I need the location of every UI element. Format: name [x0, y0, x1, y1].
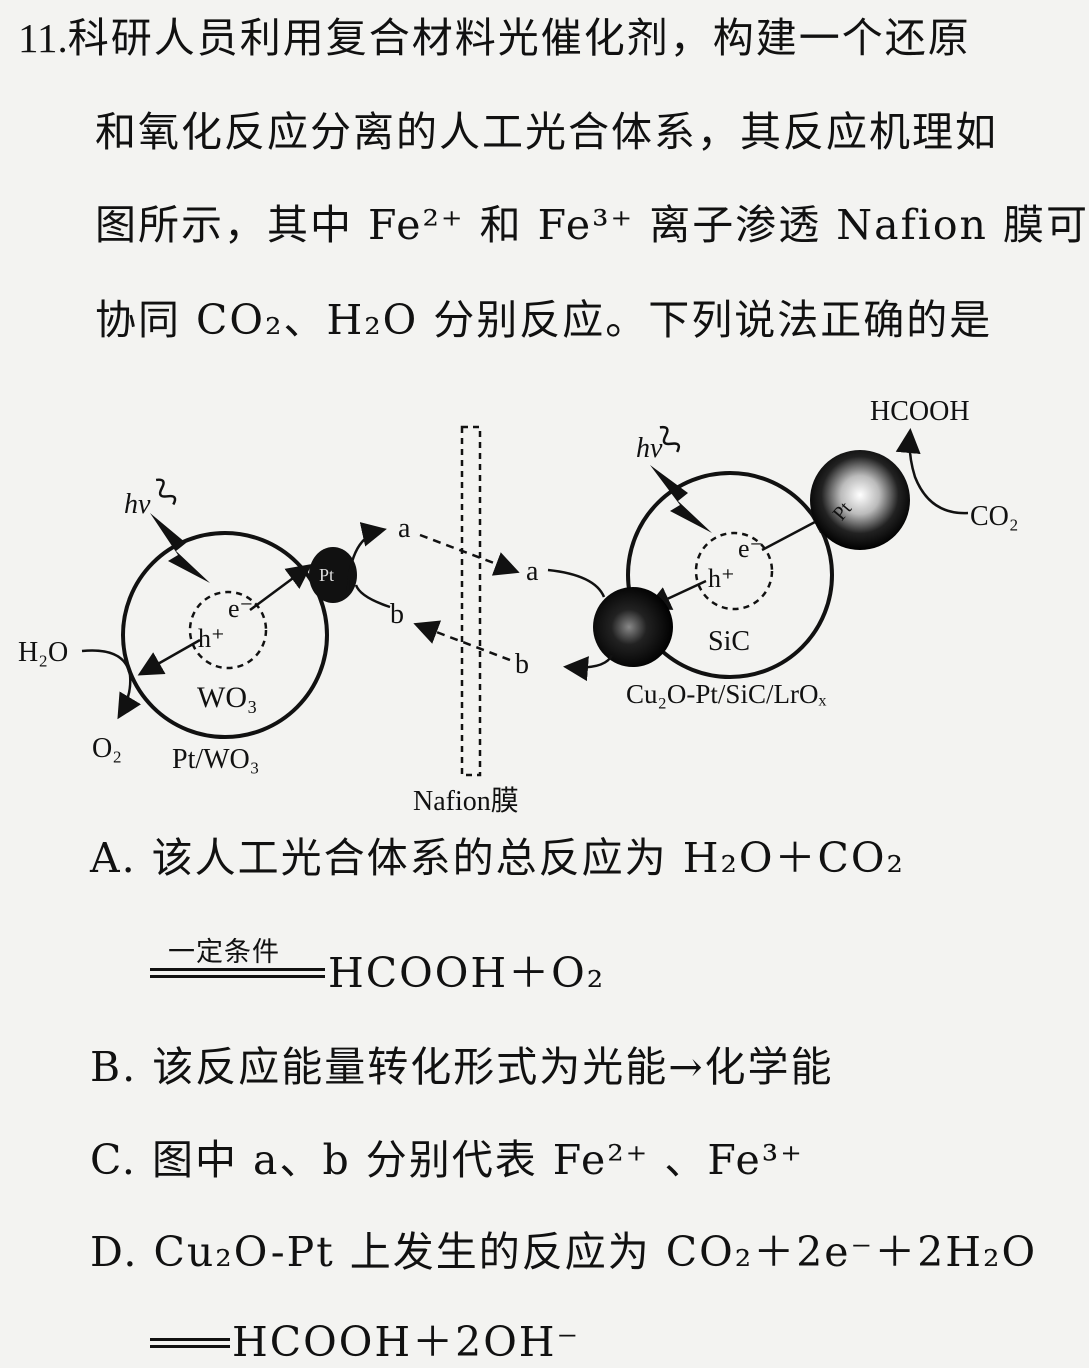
ion-release-arrow-a-left	[346, 522, 387, 591]
equals-bar-d-top	[150, 1338, 230, 1341]
light-wave-icon-right	[659, 425, 681, 453]
light-wave-icon-left	[155, 478, 177, 506]
sic-label: SiC	[708, 626, 750, 657]
h-plus-label-right: h⁺	[708, 564, 735, 593]
ion-b-label-right: b	[515, 649, 529, 680]
sic-particle	[626, 471, 834, 679]
charge-separation-zone-left	[188, 590, 268, 670]
option-c: C. 图中 a、b 分别代表 Fe²⁺ 、Fe³⁺	[90, 1136, 804, 1184]
option-b: B. 该反应能量转化形式为光能→化学能	[90, 1043, 834, 1091]
ion-return-arrow-b-left	[354, 584, 391, 609]
e-minus-label-right: e⁻	[738, 534, 763, 563]
question-stem-3: 图所示，其中 Fe²⁺ 和 Fe³⁺ 离子渗透 Nafion 膜可	[95, 201, 1089, 249]
ion-release-arrow-b-right	[563, 654, 614, 682]
reaction-mechanism-diagram: h⁺ e⁻ hν Pt WO₃ Pt/WO₃ H₂O O₂ a b Nafion…	[18, 396, 1019, 817]
hole-transfer-arrow-left	[137, 638, 201, 676]
pt-label-left: Pt	[319, 565, 334, 585]
ion-a-label-left: a	[398, 513, 411, 544]
equals-bar-bottom	[150, 975, 325, 978]
e-minus-label-left: e⁻	[228, 594, 253, 623]
pt-nanoparticle-right	[810, 450, 910, 550]
light-bolt-icon-right	[650, 465, 712, 533]
catalyst-label-right: Cu₂O-Pt/SiC/LrOₓ	[626, 679, 826, 709]
ion-path-a	[419, 533, 520, 576]
question-line-1: 11.科研人员利用复合材料光催化剂，构建一个还原	[18, 18, 971, 59]
pt-wo3-label: Pt/WO₃	[172, 744, 260, 775]
option-d-line-2: HCOOH＋2OH⁻	[232, 1318, 581, 1366]
reaction-condition-sign: 一定条件	[150, 930, 325, 990]
h-plus-label-left: h⁺	[198, 624, 225, 653]
h2o-to-o2-arrow	[81, 649, 142, 720]
wo3-label: WO₃	[197, 681, 257, 714]
co2-label: CO₂	[970, 501, 1019, 532]
reaction-condition-label: 一定条件	[168, 937, 280, 968]
option-a-line-2: HCOOH＋O₂	[328, 949, 606, 997]
ion-path-b	[413, 620, 511, 662]
cu2o-nanoparticle	[593, 587, 673, 667]
equals-bar-d-bottom	[150, 1345, 230, 1348]
option-d-line-1: D. Cu₂O-Pt 上发生的反应为 CO₂＋2e⁻＋2H₂O	[90, 1228, 1038, 1276]
light-bolt-icon-left	[150, 513, 210, 583]
equals-bar-top	[150, 968, 325, 971]
co2-to-hcooh-arrow	[895, 428, 969, 515]
ion-capture-arrow-a-right	[547, 568, 606, 598]
nafion-membrane-label: Nafion膜	[413, 785, 519, 817]
question-stem-1: 科研人员利用复合材料光催化剂，构建一个还原	[67, 14, 971, 62]
electron-transfer-arrow-left	[249, 564, 313, 612]
option-a-line-1: A. 该人工光合体系的总反应为 H₂O＋CO₂	[90, 834, 905, 882]
pt-nanoparticle-left	[309, 547, 357, 603]
question-stem-4: 协同 CO₂、H₂O 分别反应。下列说法正确的是	[95, 296, 993, 344]
h2o-label: H₂O	[18, 637, 68, 668]
hcooh-label: HCOOH	[870, 396, 970, 427]
o2-label: O₂	[92, 733, 122, 764]
photon-label-right: hν	[636, 433, 663, 464]
ion-b-label-left: b	[390, 599, 404, 630]
wo3-particle	[121, 531, 329, 739]
question-stem-2: 和氧化反应分离的人工光合体系，其反应机理如	[95, 108, 998, 156]
charge-separation-zone-right	[694, 531, 774, 611]
ion-a-label-right: a	[526, 556, 539, 587]
photon-label-left: hν	[124, 489, 151, 520]
question-number: 11.	[18, 15, 68, 61]
nafion-membrane	[460, 425, 482, 777]
